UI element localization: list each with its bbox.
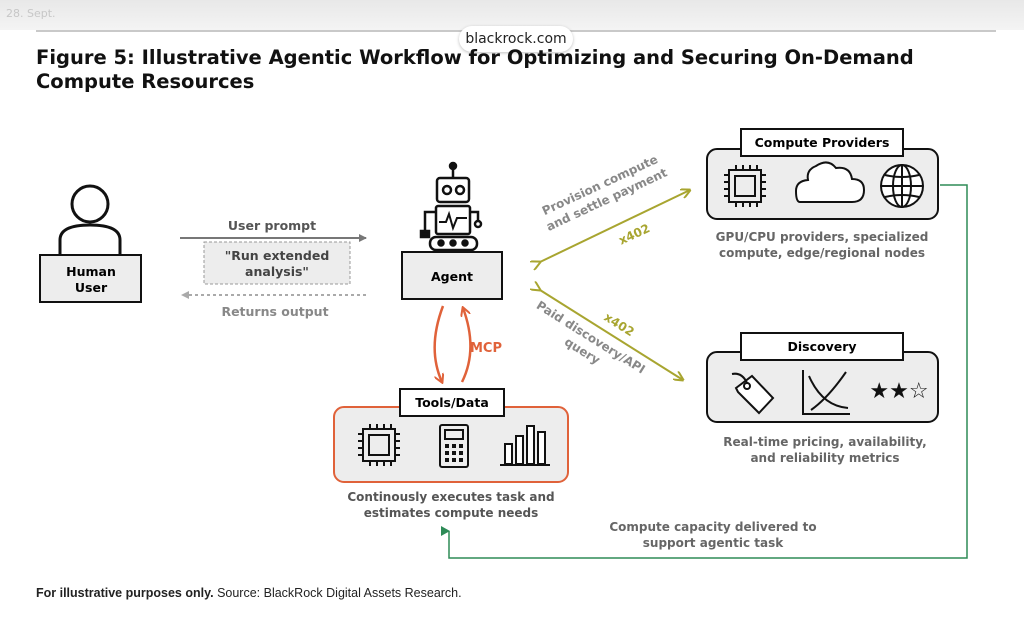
domain-pill[interactable]: blackrock.com: [459, 26, 573, 52]
top-bar: 28. Sept.: [0, 0, 1024, 30]
tools-data-title: Tools/Data: [415, 395, 489, 410]
agent-label: Agent: [431, 269, 473, 284]
discovery-arrow: [540, 290, 683, 380]
bar-chart-icon: [500, 425, 550, 466]
compute-caption-1: GPU/CPU providers, specialized: [716, 230, 929, 244]
globe-icon: [880, 164, 924, 208]
delivery-label-1: Compute capacity delivered to: [609, 520, 816, 534]
tools-data-title-box: [399, 388, 505, 417]
discovery-caption-2: and reliability metrics: [750, 451, 899, 465]
prompt-box: [203, 241, 351, 285]
cloud-icon: [794, 161, 866, 203]
agent-box: [401, 251, 503, 300]
calculator-icon: [439, 424, 469, 468]
discovery-title-box: [740, 332, 904, 361]
supply-demand-chart-icon: [802, 370, 850, 415]
date-label: 28. Sept.: [6, 7, 56, 20]
returns-output-label: Returns output: [221, 304, 328, 319]
delivery-label-2: support agentic task: [643, 536, 784, 550]
compute-caption-2: compute, edge/regional nodes: [719, 246, 925, 260]
discovery-protocol: x402: [602, 310, 637, 339]
provision-arrow: [540, 190, 690, 262]
mcp-arrow-down: [433, 305, 443, 382]
discovery-link-1: Paid discovery/API: [534, 298, 648, 376]
prompt-text-1: "Run extended: [225, 248, 330, 263]
discovery-title: Discovery: [787, 339, 856, 354]
human-user-icon: [58, 184, 122, 255]
rating-stars-icon: ★★☆: [869, 379, 928, 404]
price-tag-icon: [731, 372, 775, 415]
cpu-icon: [724, 165, 766, 207]
tools-caption-1: Continously executes task and: [347, 490, 554, 504]
delivery-arrow: [441, 184, 968, 559]
user-prompt-label: User prompt: [228, 218, 316, 233]
tools-caption-2: estimates compute needs: [364, 506, 539, 520]
provision-label: Provision compute and settle payment: [540, 152, 670, 234]
human-label-2: User: [75, 280, 108, 295]
discovery-link-label: Paid discovery/API query: [534, 298, 648, 376]
mcp-label: MCP: [470, 341, 502, 356]
chip-icon: [358, 424, 400, 466]
human-user-box: [39, 254, 142, 303]
footer-bold: For illustrative purposes only.: [36, 586, 214, 600]
human-label-1: Human: [66, 264, 116, 279]
robot-icon: [419, 161, 483, 252]
provision-protocol: x402: [616, 221, 652, 248]
compute-providers-title: Compute Providers: [755, 135, 890, 150]
figure-title: Figure 5: Illustrative Agentic Workflow …: [36, 46, 914, 93]
footer-source: For illustrative purposes only. Source: …: [36, 586, 462, 600]
prompt-text-2: analysis": [245, 264, 309, 279]
footer-source-text: Source: BlackRock Digital Assets Researc…: [213, 586, 462, 600]
mcp-arrow-up: [462, 308, 472, 383]
compute-providers-title-box: [740, 128, 904, 157]
discovery-caption-1: Real-time pricing, availability,: [723, 435, 926, 449]
